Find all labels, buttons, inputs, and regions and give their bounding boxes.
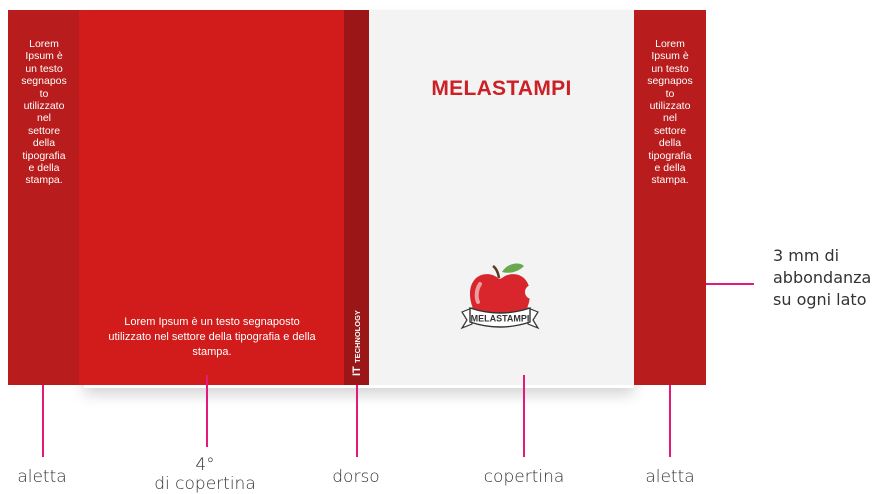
back-cover: Lorem Ipsum è un testo segnaposto utiliz… xyxy=(79,10,344,385)
right-flap-line: stampa. xyxy=(651,174,689,187)
left-flap-line: to xyxy=(39,87,49,100)
right-flap-line: nel xyxy=(662,112,677,125)
left-flap-line: Lorem xyxy=(29,38,59,50)
left-flap-text: Lorem Ipsum è un testo segnapos to utili… xyxy=(18,38,70,187)
right-flap-line: settore xyxy=(653,124,687,137)
right-flap-line: Ipsum è xyxy=(651,50,689,63)
left-flap-line: utilizzato xyxy=(23,100,65,113)
pointer-right-flap xyxy=(669,385,671,457)
pointer-front-cover xyxy=(523,375,525,457)
right-flap-line: to xyxy=(665,87,675,100)
left-flap-line: Ipsum è xyxy=(25,50,63,63)
right-flap-line: della xyxy=(658,137,682,150)
spine: IT TECHNOLOGY xyxy=(344,10,369,385)
left-flap-line: e della xyxy=(28,162,60,175)
left-flap-line: della xyxy=(32,137,56,150)
pointer-back-cover xyxy=(206,375,208,447)
back-cover-text: Lorem Ipsum è un testo segnaposto utiliz… xyxy=(108,316,316,358)
right-flap-line: segnapos xyxy=(647,75,693,88)
pointer-bleed xyxy=(706,283,754,285)
caption-bleed-line: su ogni lato xyxy=(773,290,867,309)
apple-logo-icon: MELASTAMPI xyxy=(458,258,542,340)
spine-logo: IT TECHNOLOGY xyxy=(346,288,368,378)
caption-right-flap: aletta xyxy=(645,467,695,487)
left-flap-line: segnapos xyxy=(21,75,67,88)
caption-front-cover: copertina xyxy=(483,467,565,487)
spine-logo-mark: IT xyxy=(351,366,363,376)
caption-bleed-line: 3 mm di xyxy=(773,246,840,265)
logo-banner-text: MELASTAMPI xyxy=(471,314,530,324)
right-flap-line: tipografia xyxy=(648,149,692,162)
left-flap: Lorem Ipsum è un testo segnapos to utili… xyxy=(8,10,79,385)
right-flap-line: Lorem xyxy=(655,38,685,50)
spine-logo-word: TECHNOLOGY xyxy=(353,310,362,363)
front-cover: MELASTAMPI MELASTAMPI xyxy=(369,10,634,385)
right-flap-line: utilizzato xyxy=(649,100,691,113)
caption-spine: dorso xyxy=(332,467,380,487)
caption-back-cover: di copertina xyxy=(154,474,256,494)
left-flap-line: tipografia xyxy=(22,149,66,162)
right-flap-line: e della xyxy=(654,162,686,175)
caption-bleed-line: abbondanza xyxy=(773,268,872,287)
caption-bleed: 3 mm di abbondanza su ogni lato xyxy=(773,245,881,311)
caption-left-flap: aletta xyxy=(17,467,67,487)
front-cover-title: MELASTAMPI xyxy=(431,77,572,100)
right-flap-text: Lorem Ipsum è un testo segnapos to utili… xyxy=(644,38,696,187)
pointer-spine xyxy=(356,385,358,457)
pointer-left-flap xyxy=(42,385,44,457)
left-flap-line: stampa. xyxy=(25,174,63,187)
left-flap-line: un testo xyxy=(25,62,63,75)
caption-back-cover-number: 4° xyxy=(195,455,215,475)
left-flap-line: settore xyxy=(27,124,61,137)
left-flap-line: nel xyxy=(36,112,51,125)
right-flap-line: un testo xyxy=(651,62,689,75)
right-flap: Lorem Ipsum è un testo segnapos to utili… xyxy=(634,10,706,385)
